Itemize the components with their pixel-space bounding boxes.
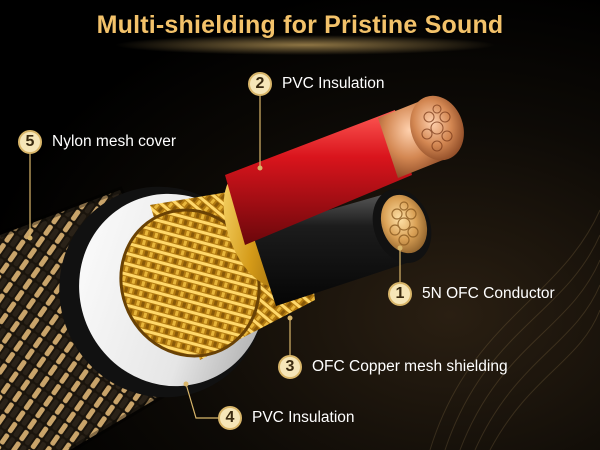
- callout-label: Nylon mesh cover: [52, 133, 177, 150]
- title-glow: [115, 35, 495, 55]
- conductor-2-strands: [410, 95, 464, 161]
- callout-label: OFC Copper mesh shielding: [312, 358, 508, 375]
- callout-leader-lines: [29, 96, 401, 419]
- page-title: Multi-shielding for Pristine Sound: [96, 11, 504, 39]
- callout-number-badge: 3: [278, 355, 302, 379]
- callout-pvc-insulation-white: 4 PVC Insulation: [218, 406, 355, 430]
- black-insulation: [252, 192, 410, 306]
- callout-label: 5N OFC Conductor: [422, 285, 555, 302]
- callout-number-badge: 5: [18, 130, 42, 154]
- red-pvc-insulation: [225, 110, 412, 245]
- gold-shield-face: [120, 210, 260, 356]
- callout-5n-ofc-conductor: 1 5N OFC Conductor: [388, 282, 555, 306]
- callout-ofc-copper-mesh-shielding: 3 OFC Copper mesh shielding: [278, 355, 508, 379]
- callout-label: PVC Insulation: [282, 75, 385, 92]
- conductor-1-strands: [380, 194, 428, 254]
- background-swirl: [429, 209, 600, 450]
- callout-label: PVC Insulation: [252, 409, 355, 426]
- callout-number-badge: 2: [248, 72, 272, 96]
- callout-number-badge: 1: [388, 282, 412, 306]
- callout-nylon-mesh-cover: 5 Nylon mesh cover: [18, 130, 176, 154]
- callout-number-badge: 4: [218, 406, 242, 430]
- callout-pvc-insulation-red: 2 PVC Insulation: [248, 72, 385, 96]
